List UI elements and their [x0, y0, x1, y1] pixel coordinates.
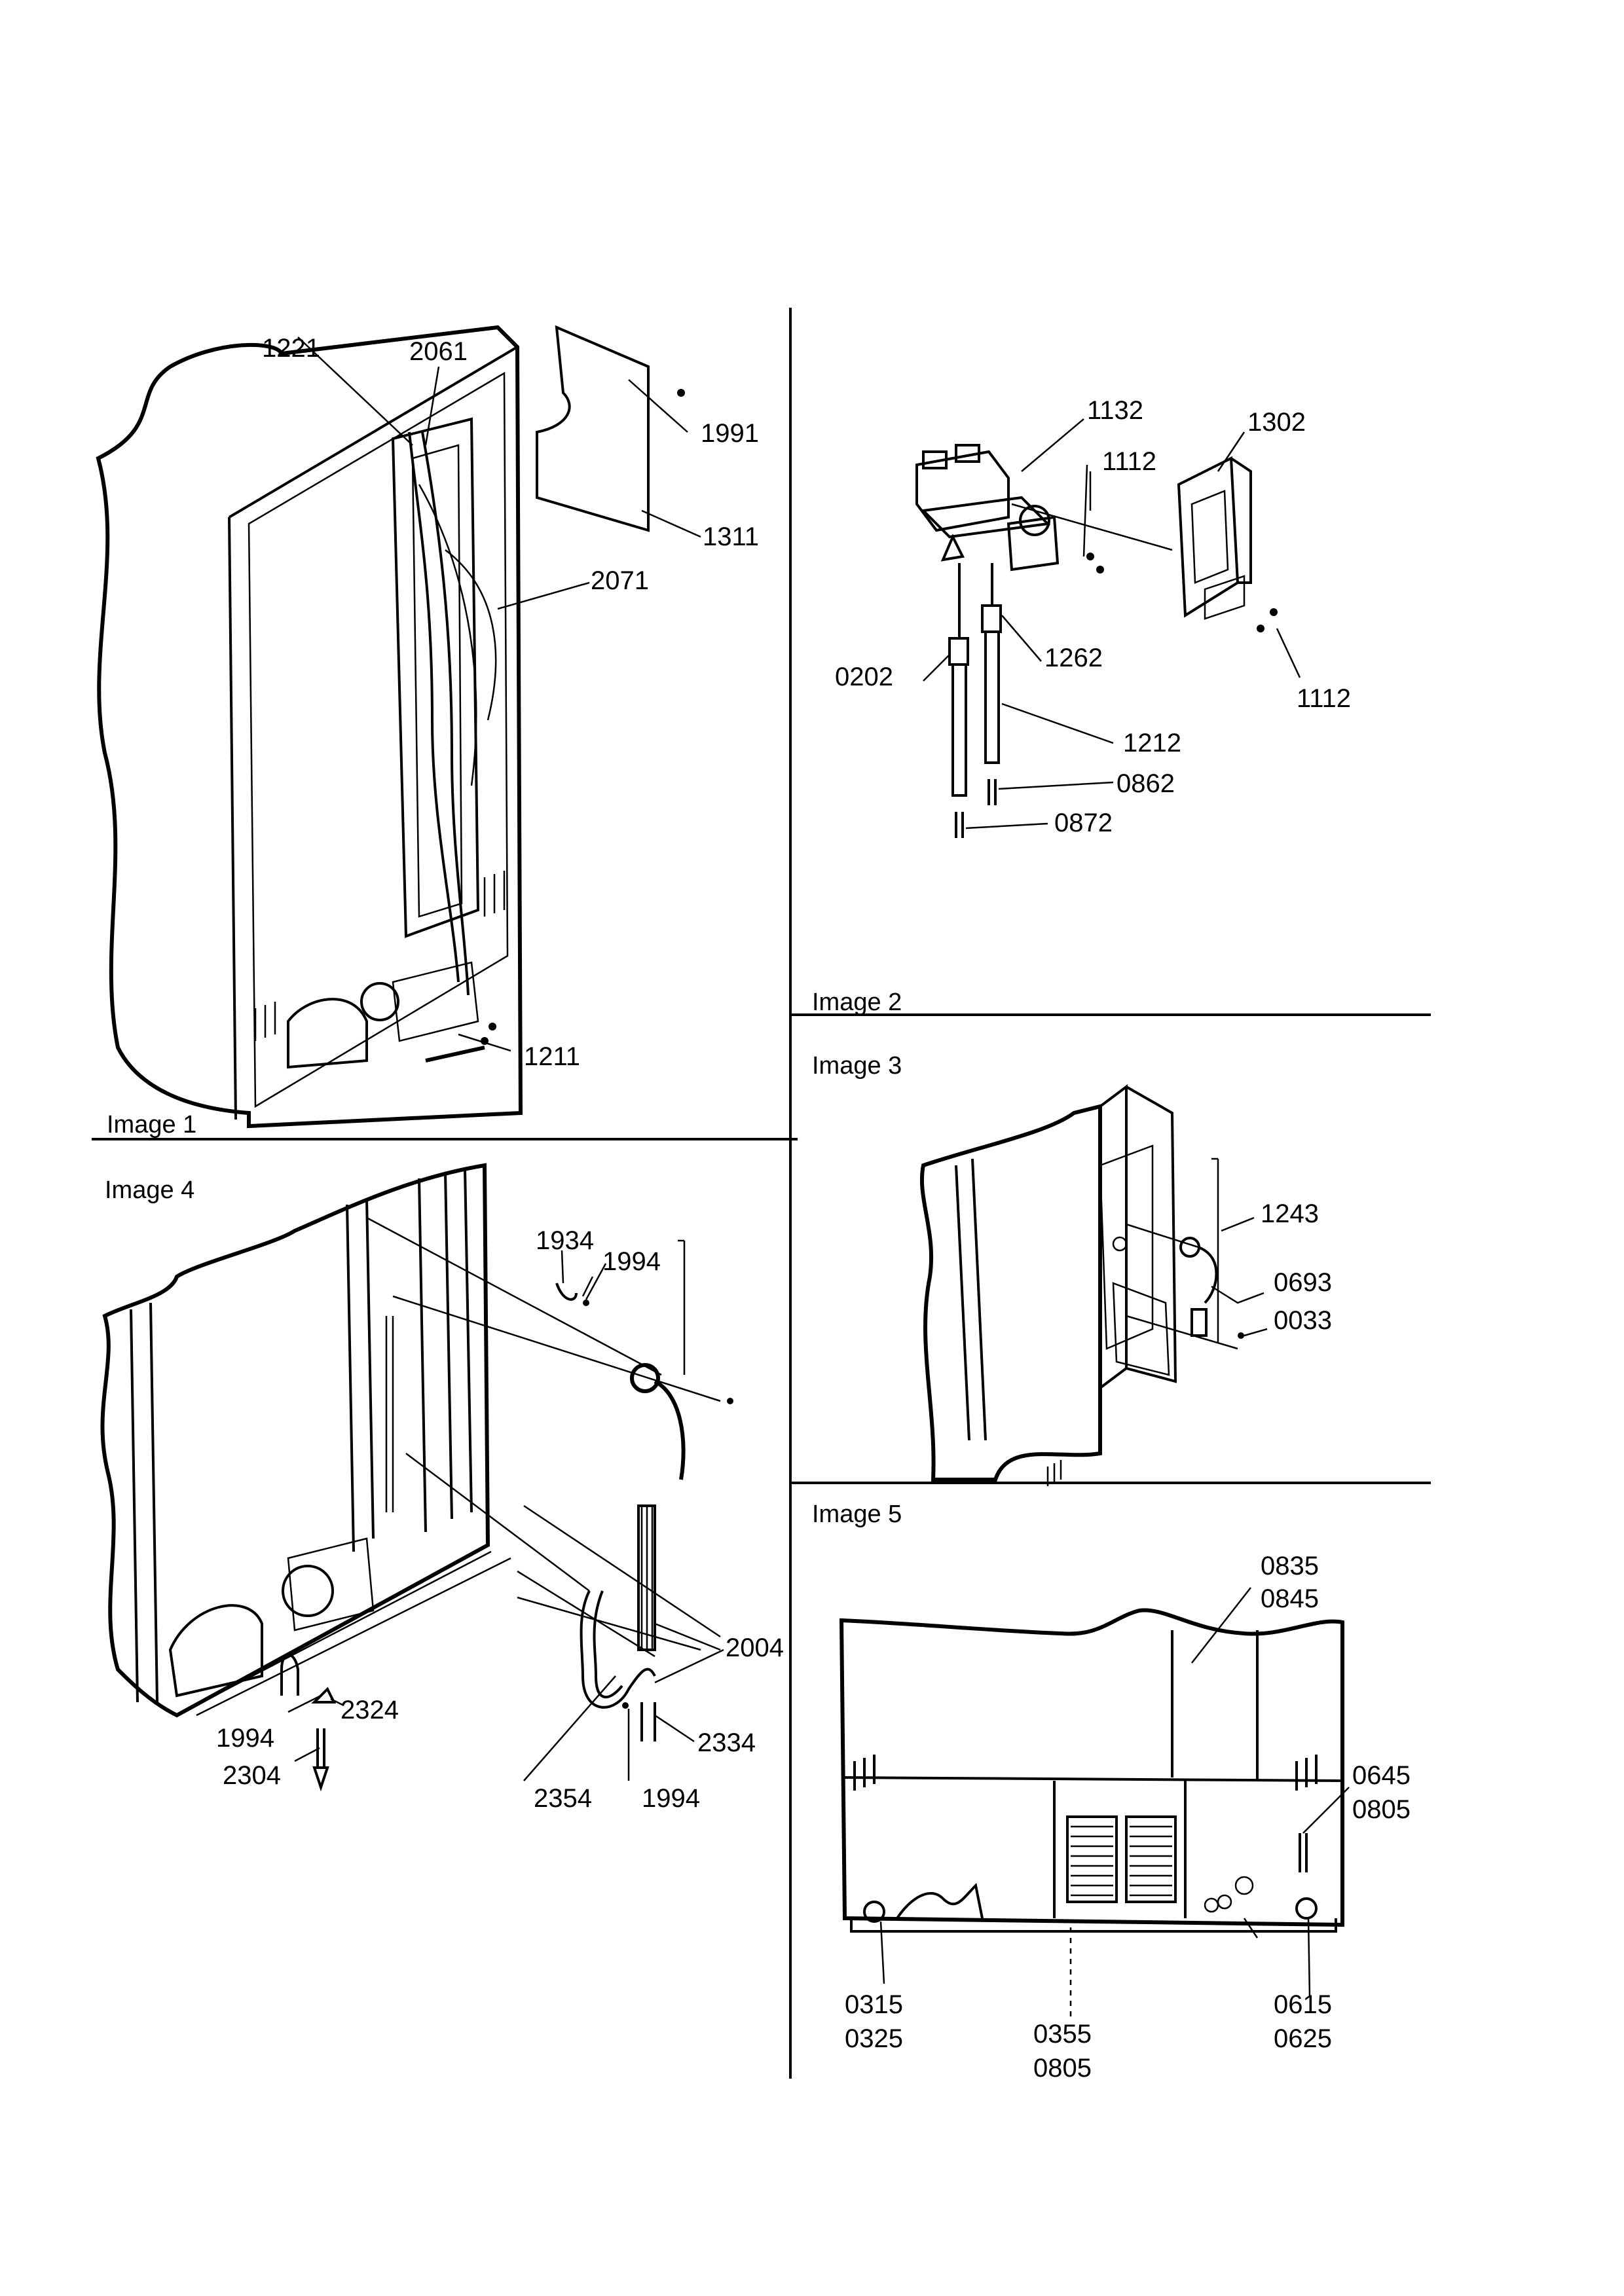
- callout-0355: 0355: [1033, 2020, 1092, 2049]
- callout-2324: 2324: [341, 1696, 399, 1724]
- callout-0805-bottom: 0805: [1033, 2054, 1092, 2083]
- callout-1221: 1221: [262, 334, 320, 363]
- callout-2004: 2004: [726, 1633, 784, 1662]
- panel-image5: 0835 0845 0645 0805 0315 0325 0355 0805 …: [812, 1501, 1411, 2083]
- panel-caption-image1: Image 1: [107, 1111, 196, 1139]
- callout-0033: 0033: [1274, 1306, 1332, 1335]
- callout-0315: 0315: [845, 1990, 903, 2019]
- callout-0693: 0693: [1274, 1268, 1332, 1297]
- panel-caption-image3: Image 3: [812, 1052, 902, 1080]
- panel-caption-image5: Image 5: [812, 1501, 902, 1528]
- panel-caption-image2: Image 2: [812, 989, 902, 1016]
- callout-0645: 0645: [1352, 1761, 1411, 1790]
- callout-1211: 1211: [524, 1042, 580, 1071]
- callout-0625: 0625: [1274, 2024, 1332, 2053]
- callout-2304: 2304: [223, 1761, 281, 1790]
- panel-dividers: [92, 308, 1431, 2079]
- callout-1934: 1934: [536, 1226, 594, 1255]
- callout-2061: 2061: [409, 337, 468, 366]
- callout-0872: 0872: [1054, 809, 1113, 837]
- panel-image4: 1934 1994 2004 1994 2324 2304 2334 2354 …: [100, 1163, 784, 1813]
- callout-1262: 1262: [1044, 644, 1103, 672]
- callout-1994-bottom: 1994: [642, 1784, 700, 1813]
- panel-image2: 1132 1302 1112 1262 0202 1112 1212 0862 …: [812, 396, 1351, 1016]
- callout-1994-top: 1994: [602, 1247, 661, 1276]
- panel-image1: 1221 2061 1991 1311 2071 1211 Image 1: [96, 325, 759, 1139]
- callout-1132: 1132: [1087, 396, 1143, 425]
- callout-2334: 2334: [697, 1728, 756, 1757]
- callout-1994-left: 1994: [216, 1724, 274, 1753]
- callout-0845: 0845: [1261, 1584, 1319, 1613]
- callout-0202: 0202: [835, 663, 893, 691]
- callout-0862: 0862: [1116, 769, 1175, 798]
- callout-0835: 0835: [1261, 1552, 1319, 1580]
- callout-1112-bottom: 1112: [1297, 684, 1351, 713]
- callout-2071: 2071: [591, 566, 649, 595]
- panel-caption-image4: Image 4: [105, 1176, 194, 1204]
- callout-1112-top: 1112: [1102, 447, 1156, 476]
- callout-0615: 0615: [1274, 1990, 1332, 2019]
- callout-1243: 1243: [1261, 1199, 1319, 1228]
- callout-0325: 0325: [845, 2024, 903, 2053]
- callout-0805-right: 0805: [1352, 1795, 1411, 1824]
- panel-image3: 1243 0693 0033 Image 3: [812, 1052, 1332, 1486]
- callout-1302: 1302: [1247, 408, 1306, 437]
- callout-1991: 1991: [701, 419, 759, 448]
- callout-2354: 2354: [534, 1784, 592, 1813]
- callout-1212: 1212: [1123, 729, 1181, 757]
- callout-1311: 1311: [703, 522, 759, 551]
